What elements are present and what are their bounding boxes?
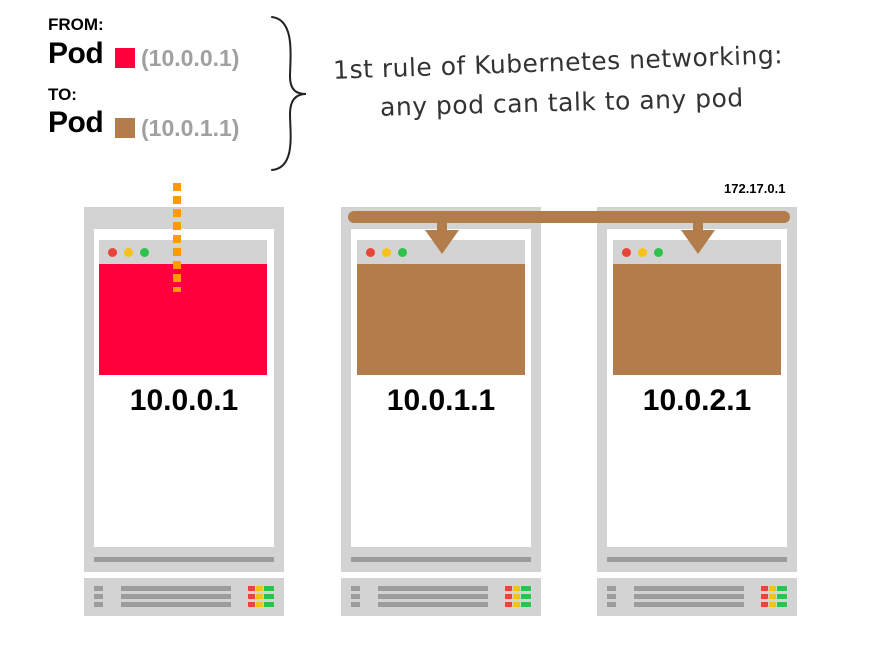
node-ip-label: 10.0.1.1 [386,384,496,417]
node-divider [607,557,787,562]
pod-window-3 [613,240,781,375]
rack-unit-1 [84,578,284,616]
close-dot-icon [366,248,375,257]
curly-brace-icon [271,16,307,171]
bridge-arrow-node2-icon [425,230,459,254]
maximize-dot-icon [398,248,407,257]
gateway-ip-label: 172.17.0.1 [724,181,786,196]
bridge-arrow-stem-node2 [437,222,447,232]
node-divider [94,557,274,562]
close-dot-icon [622,248,631,257]
rack-unit-2 [341,578,541,616]
node-ip-label: 10.0.2.1 [642,384,752,417]
minimize-dot-icon [124,248,133,257]
node-ip-label: 10.0.0.1 [129,384,239,417]
pod-body [613,264,781,375]
from-pod-swatch [115,48,135,68]
from-pod-label: Pod [48,37,104,70]
minimize-dot-icon [382,248,391,257]
maximize-dot-icon [654,248,663,257]
to-pod-swatch [115,118,135,138]
to-heading: TO: [48,85,77,104]
pod-window-1 [99,240,267,375]
minimize-dot-icon [638,248,647,257]
bridge-arrow-node3-icon [681,230,715,254]
to-pod-label: Pod [48,106,104,139]
to-pod-ip: (10.0.1.1) [141,115,240,141]
pod-window-2 [357,240,525,375]
bridge-bar [348,211,790,223]
bridge-arrow-stem-node3 [693,222,703,232]
from-heading: FROM: [48,15,104,34]
pod-body [357,264,525,375]
rack-unit-3 [597,578,797,616]
pod-body-source [99,264,267,375]
maximize-dot-icon [140,248,149,257]
from-pod-ip: (10.0.0.1) [141,45,240,71]
close-dot-icon [108,248,117,257]
node-divider [351,557,531,562]
